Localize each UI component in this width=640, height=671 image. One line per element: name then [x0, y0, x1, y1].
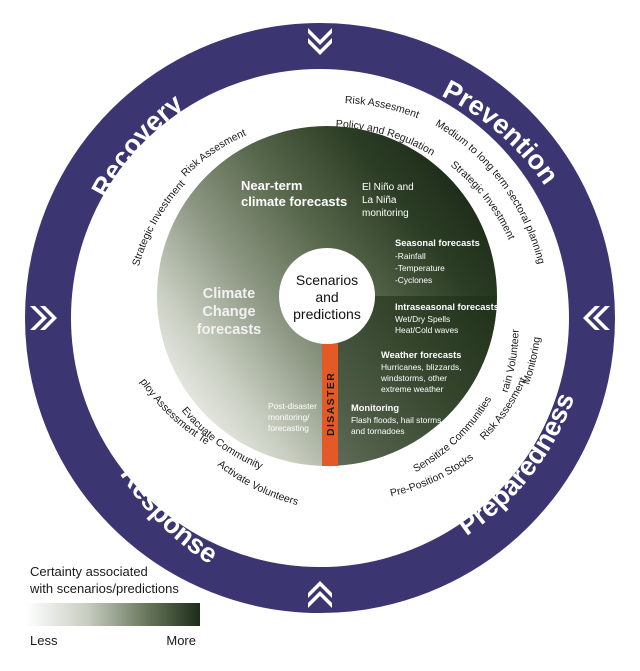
weather-item-3: extreme weather — [381, 384, 444, 394]
el-nino-line-3: monitoring — [362, 208, 409, 219]
chevron-top-icon — [308, 28, 332, 55]
weather-item-2: windstorms, other — [380, 373, 447, 383]
monitoring-item-2: and tornadoes — [351, 426, 405, 436]
center-circle — [279, 248, 375, 344]
intraseasonal-item-2: Heat/Cold waves — [395, 325, 458, 335]
chevron-left-icon — [30, 306, 57, 330]
near-term-line-1: Near-term — [241, 178, 302, 193]
activity-prevention-risk-assessment: Risk Assesment — [345, 94, 421, 121]
post-disaster-line-3: forecasting — [268, 423, 309, 433]
climate-change-line-1: Climate — [203, 286, 255, 302]
seasonal-item-1: -Rainfall — [395, 251, 426, 261]
post-disaster-line-2: monitoring/ — [268, 412, 310, 422]
chevron-bottom-icon — [308, 581, 332, 608]
legend-gradient-bar — [26, 603, 200, 626]
ring-chevrons — [30, 28, 610, 608]
weather-item-1: Hurricanes, blizzards, — [381, 362, 462, 372]
seasonal-item-2: -Temperature — [395, 263, 445, 273]
climate-change-line-3: forecasts — [197, 322, 261, 338]
legend-more: More — [166, 633, 196, 648]
climate-change-line-2: Change — [202, 304, 255, 320]
weather-title: Weather forecasts — [381, 350, 461, 360]
cycle-ring — [25, 23, 615, 613]
intraseasonal-item-1: Wet/Dry Spells — [395, 314, 450, 324]
legend-title-line-1: Certainty associated — [30, 564, 148, 579]
disaster-bar — [322, 336, 338, 466]
monitoring-item-1: Flash floods, hail storms — [351, 415, 441, 425]
el-nino-line-1: El Niño and — [362, 182, 414, 193]
legend-title-line-2: with scenarios/predictions — [29, 581, 179, 596]
chevron-right-icon — [583, 306, 610, 330]
center-line-1: Scenarios — [296, 272, 358, 288]
center-line-3: predictions — [293, 306, 361, 322]
legend-less: Less — [30, 633, 58, 648]
short-term-sector — [327, 296, 497, 466]
seasonal-item-3: -Cyclones — [395, 275, 432, 285]
center-line-2: and — [315, 289, 338, 305]
el-nino-line-2: La Niña — [362, 195, 397, 206]
seasonal-title: Seasonal forecasts — [395, 238, 480, 248]
intraseasonal-title: Intraseasonal forecasts — [395, 302, 499, 312]
near-term-line-2: climate forecasts — [241, 194, 347, 209]
post-disaster-line-1: Post-disaster — [268, 401, 317, 411]
disaster-label: DISASTER — [325, 372, 337, 436]
monitoring-title: Monitoring — [351, 403, 399, 413]
